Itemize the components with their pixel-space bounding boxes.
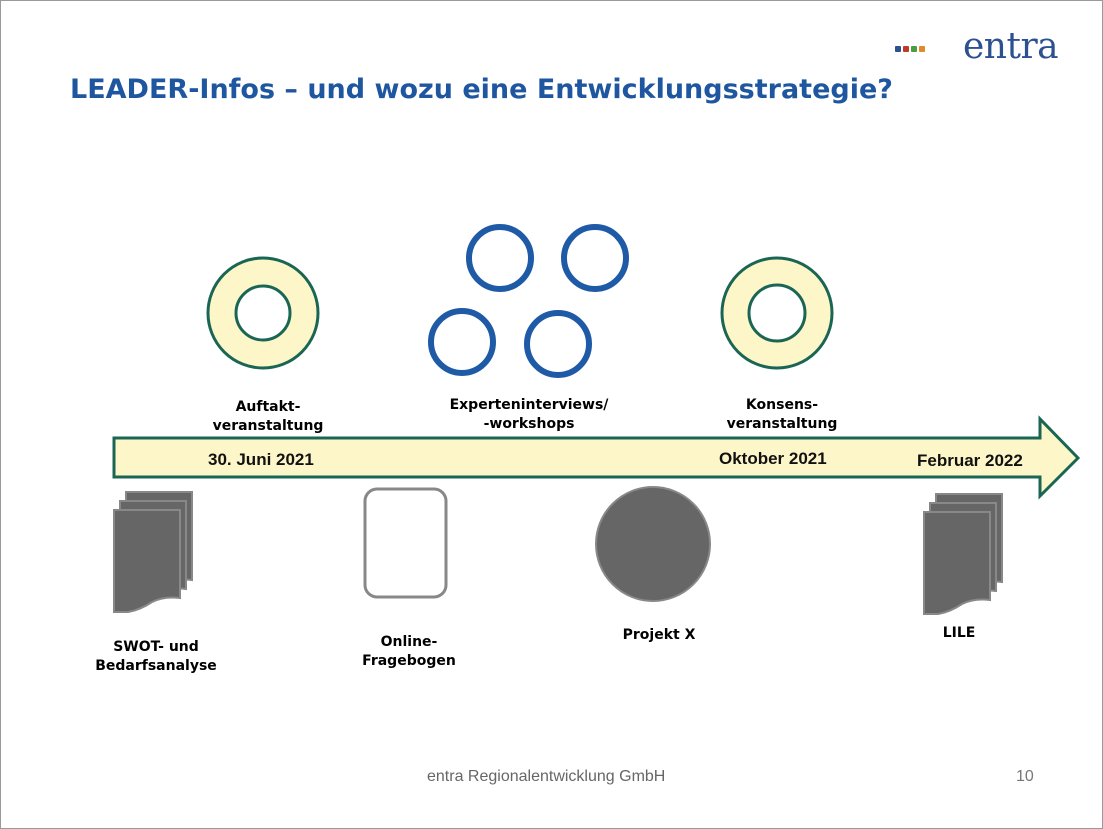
label-fragebogen: Online- Fragebogen xyxy=(362,634,456,669)
entra-logo: entra xyxy=(895,26,1059,67)
date-auftakt: 30. Juni 2021 xyxy=(208,450,314,469)
label-projekt: Projekt X xyxy=(622,627,696,643)
label-lile: LILE xyxy=(942,625,976,641)
timeline-arrow xyxy=(112,415,1081,500)
logo-text: entra xyxy=(963,26,1059,67)
logo-dots xyxy=(895,37,927,56)
label-konsens: Konsens- veranstaltung xyxy=(726,397,838,432)
slide-title: LEADER-Infos – und wozu eine Entwicklung… xyxy=(70,74,893,105)
ring-konsens xyxy=(720,256,834,370)
page-number: 10 xyxy=(1016,768,1034,785)
expert-circles xyxy=(428,224,629,378)
date-final: Februar 2022 xyxy=(917,451,1023,470)
ring-auftakt xyxy=(206,256,320,370)
project-circle-icon xyxy=(595,486,711,602)
document-stack-icon-lile xyxy=(923,493,1003,615)
questionnaire-icon xyxy=(363,487,448,599)
document-stack-icon-swot xyxy=(113,491,193,613)
label-auftakt: Auftakt- veranstaltung xyxy=(212,399,324,434)
label-experten: Experteninterviews/ -workshops xyxy=(449,397,609,432)
footer-company: entra Regionalentwicklung GmbH xyxy=(427,768,666,785)
label-swot: SWOT- und Bedarfsanalyse xyxy=(95,639,217,674)
date-konsens: Oktober 2021 xyxy=(719,449,827,468)
